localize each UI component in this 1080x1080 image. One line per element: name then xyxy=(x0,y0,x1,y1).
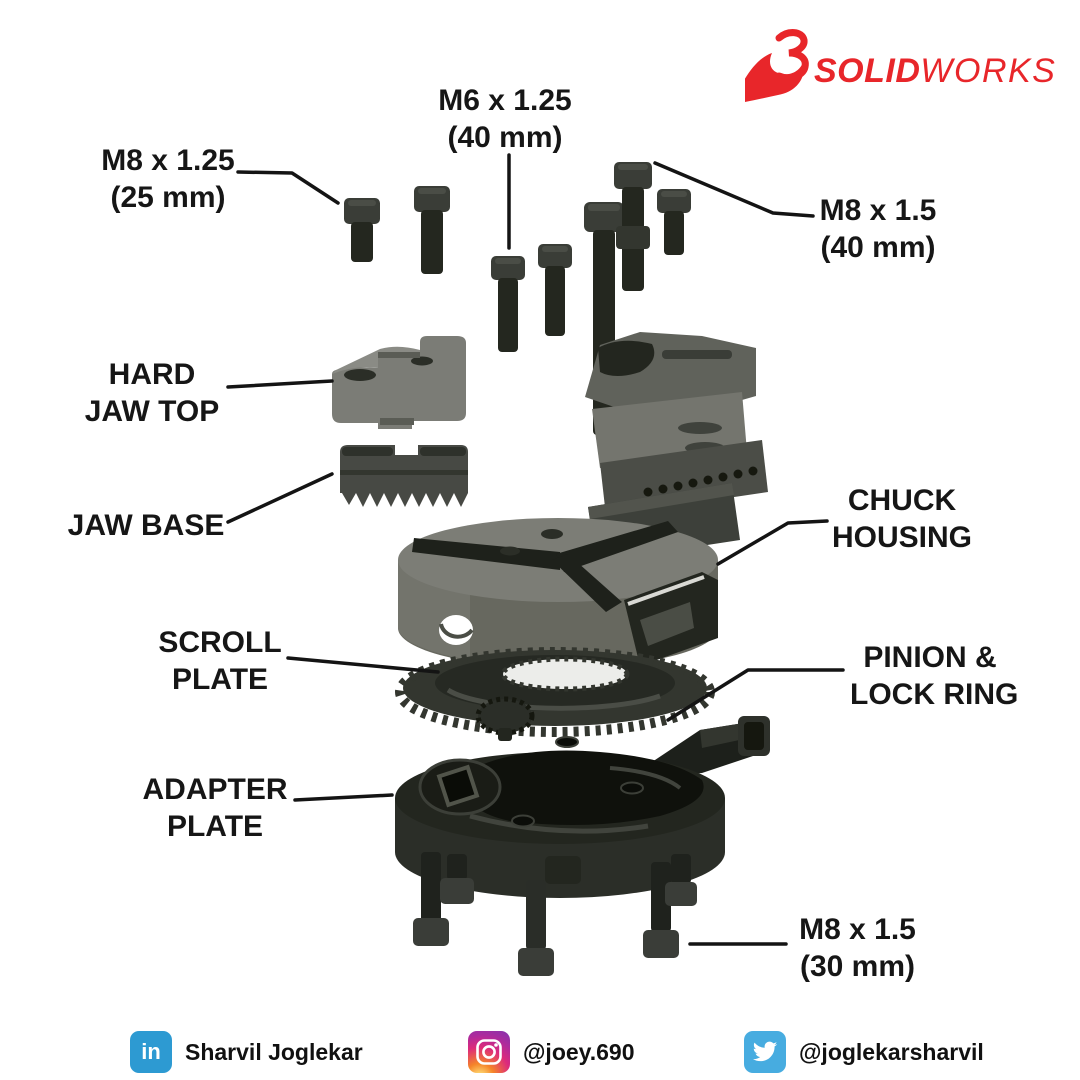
callout-adapter-plate: ADAPTER PLATE xyxy=(140,771,290,845)
social-instagram[interactable]: @joey.690 xyxy=(468,1031,635,1073)
scroll-plate-part xyxy=(395,647,715,741)
callout-chuck-line2: HOUSING xyxy=(831,521,972,554)
pinion-lock-ring-part xyxy=(646,716,770,778)
callout-pinion-line1: PINION & xyxy=(863,641,997,674)
social-twitter[interactable]: @joglekarsharvil xyxy=(744,1031,984,1073)
callout-m8-25: M8 x 1.25 (25 mm) xyxy=(88,142,248,216)
instagram-icon[interactable] xyxy=(468,1031,510,1073)
wordmark-works: WORKS xyxy=(920,52,1057,90)
twitter-bird-glyph xyxy=(752,1041,778,1062)
callout-pinion-line2: LOCK RING xyxy=(850,678,1019,711)
wordmark-solid: SOLID xyxy=(814,52,921,90)
social-linkedin[interactable]: in Sharvil Joglekar xyxy=(130,1031,363,1073)
callout-scroll-line1: SCROLL xyxy=(158,626,282,659)
callout-m8-30: M8 x 1.5 (30 mm) xyxy=(775,911,940,985)
callout-m8-40-line2: (40 mm) xyxy=(820,231,936,264)
callout-chuck-line1: CHUCK xyxy=(847,484,957,517)
callout-scroll-plate: SCROLL PLATE xyxy=(150,624,290,698)
callout-m8-25-line1: M8 x 1.25 xyxy=(101,144,235,177)
callout-m8-40-line1: M8 x 1.5 xyxy=(819,194,937,227)
callout-m8-40: M8 x 1.5 (40 mm) xyxy=(793,192,963,266)
callout-scroll-line2: PLATE xyxy=(171,663,269,696)
dassault-3ds-mark xyxy=(745,29,809,102)
callout-hard-jaw-line1: HARD xyxy=(108,358,196,391)
instagram-handle: @joey.690 xyxy=(523,1038,635,1065)
callout-m6-40-line2: (40 mm) xyxy=(447,121,563,154)
leader-m8-40 xyxy=(653,161,815,218)
instagram-camera-glyph xyxy=(476,1039,502,1065)
callout-m8-30-line1: M8 x 1.5 xyxy=(799,913,916,946)
bottom-bolts xyxy=(413,852,697,976)
callout-jaw-base-line1: JAW BASE xyxy=(67,509,225,542)
leader-pinion-lock-ring xyxy=(666,668,845,722)
callout-hard-jaw-top: HARD JAW TOP xyxy=(77,356,227,430)
leader-m8-25 xyxy=(236,170,340,205)
twitter-icon[interactable] xyxy=(744,1031,786,1073)
callout-adapter-line2: PLATE xyxy=(166,810,264,843)
leader-scroll-plate xyxy=(286,656,440,674)
callout-chuck-housing: CHUCK HOUSING xyxy=(827,482,977,556)
solidworks-logo xyxy=(745,29,809,102)
chuck-housing-part xyxy=(398,518,718,668)
linkedin-handle: Sharvil Joglekar xyxy=(185,1038,363,1065)
leader-lines xyxy=(226,153,845,946)
twitter-handle: @joglekarsharvil xyxy=(799,1038,984,1065)
adapter-plate-part xyxy=(395,736,725,898)
callout-adapter-line1: ADAPTER xyxy=(142,773,288,806)
callout-jaw-base: JAW BASE xyxy=(66,507,226,544)
leader-jaw-base xyxy=(226,472,334,524)
linkedin-icon[interactable]: in xyxy=(130,1031,172,1073)
leader-chuck-housing xyxy=(716,519,829,566)
hard-jaw-top-part xyxy=(332,336,466,429)
linkedin-icon-glyph: in xyxy=(141,1039,161,1064)
callout-m6-40-line1: M6 x 1.25 xyxy=(438,84,572,117)
solidworks-wordmark: SOLIDWORKS xyxy=(814,52,1056,91)
callout-m8-30-line2: (30 mm) xyxy=(799,950,916,983)
leader-hard-jaw-top xyxy=(226,379,334,389)
callout-pinion-lock-ring: PINION & LOCK RING xyxy=(850,639,1019,713)
leader-adapter-plate xyxy=(293,793,394,802)
callout-hard-jaw-line2: JAW TOP xyxy=(84,395,220,428)
callout-m6-40: M6 x 1.25 (40 mm) xyxy=(415,82,595,156)
jaw-base-part xyxy=(340,445,468,507)
callout-m8-25-line2: (25 mm) xyxy=(110,181,226,214)
